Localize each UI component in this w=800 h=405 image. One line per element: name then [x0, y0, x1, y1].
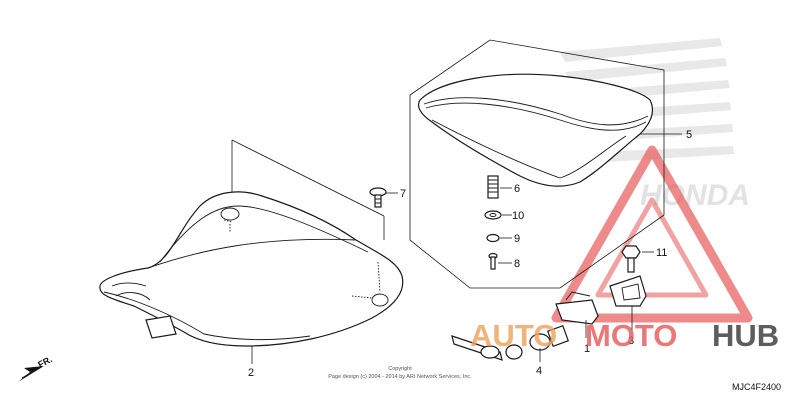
rear-seat-assembly	[409, 39, 682, 289]
arrow-left-down-icon	[18, 366, 44, 382]
callout-10: 10	[512, 210, 524, 222]
callout-1: 1	[584, 343, 590, 355]
screw-part-8	[488, 252, 512, 270]
copyright-title: Copyright	[388, 366, 412, 372]
callout-6: 6	[514, 183, 520, 195]
callout-8: 8	[514, 258, 520, 270]
callout-4: 4	[536, 365, 542, 377]
callout-5: 5	[686, 129, 692, 141]
bolt-part-7	[369, 187, 398, 208]
callout-11: 11	[656, 247, 667, 259]
nut-part-9	[486, 233, 512, 243]
direction-label: FR.	[36, 354, 53, 370]
latch-bracket-part-1	[555, 291, 599, 338]
front-seat-body	[99, 191, 404, 347]
callout-2: 2	[248, 367, 254, 379]
diagram-part-code: MJC4F2400	[732, 382, 781, 392]
copyright-text: Page design (c) 2004 - 2014 by ARI Netwo…	[328, 374, 472, 380]
callout-7: 7	[400, 188, 406, 200]
front-direction-indicator: FR.	[18, 354, 54, 382]
watermark-brand-hub: HUB	[712, 318, 779, 353]
watermark-automotohub-logo: AUTO MOTO HUB	[470, 318, 779, 353]
bolt-part-11	[621, 245, 654, 273]
damper-part-6	[487, 175, 512, 199]
watermark-honda-logo: HONDA	[560, 38, 750, 212]
seat-lock-cable-part-4	[451, 324, 570, 362]
watermark-brand-moto: MOTO	[585, 318, 677, 353]
front-seat-assembly	[99, 139, 404, 347]
callout-9: 9	[514, 233, 520, 245]
callout-3: 3	[628, 335, 634, 347]
washer-part-10	[484, 210, 512, 220]
seat-catch-part-3	[609, 275, 647, 330]
watermark-brand-auto: AUTO	[470, 318, 557, 353]
